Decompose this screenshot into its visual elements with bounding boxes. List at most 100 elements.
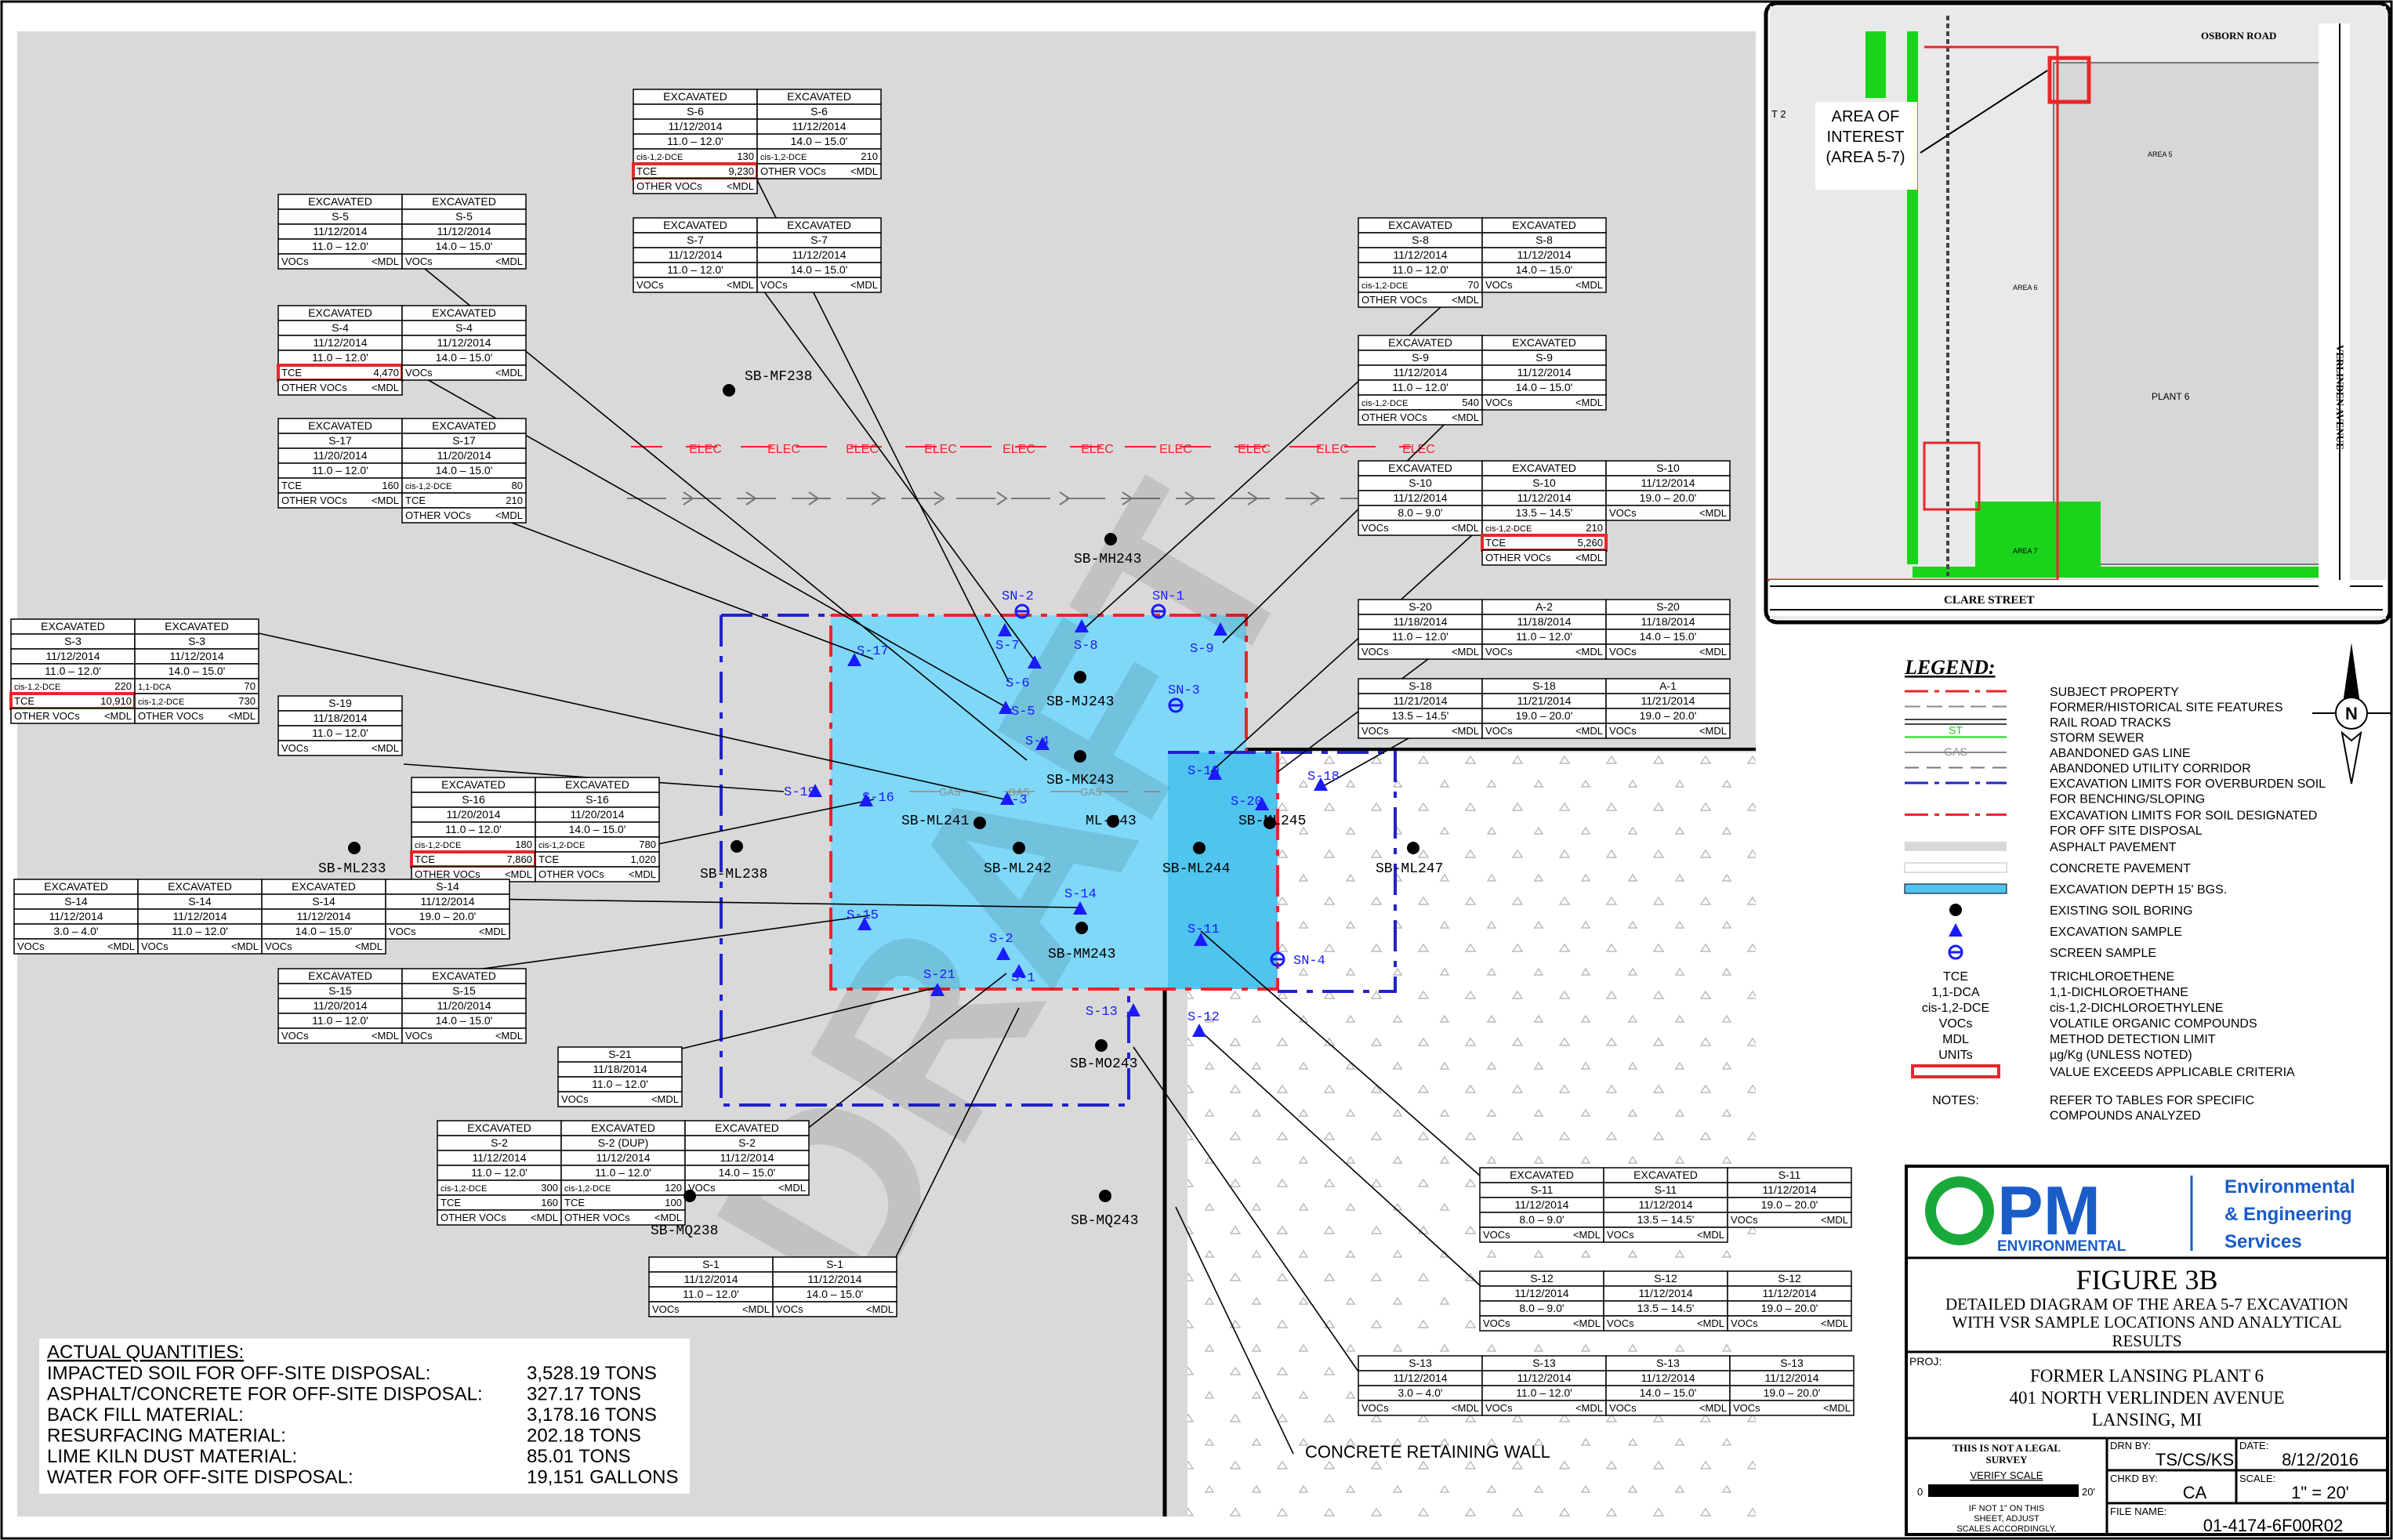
boring-label: SB-ML245 [1238,813,1306,829]
legal-note-2: SURVEY [1986,1454,2029,1466]
table-analyte: VOCs [1731,1317,1758,1329]
boring-label: SB-ML241 [901,813,969,829]
table-cell: 11/21/2014 [1517,694,1571,707]
retaining-wall-label: CONCRETE RETAINING WALL [1305,1442,1550,1462]
scale-bar-zero: 0 [1917,1486,1923,1498]
excavation-sample [1314,777,1328,791]
table-cell: S-2 (DUP) [598,1136,649,1149]
legend-text: SUBJECT PROPERTY [2050,686,2179,699]
table-cell: S-12 [1654,1272,1677,1285]
excavation-sample [1012,964,1026,977]
table-cell: 11/12/2014 [792,120,846,132]
table-cell: 11/12/2014 [1764,1372,1818,1384]
legend-sym-label: 1,1-DCA [1931,986,1980,999]
table-cell: EXCAVATED [308,306,372,319]
table-analyte: VOCs [1485,646,1513,658]
table-value: <MDL [651,1093,679,1105]
table-cell: 11/12/2014 [1517,1372,1571,1384]
soil-boring [1099,1190,1111,1202]
table-cell: S-2 [491,1136,508,1149]
table-cell: <MDL [505,868,532,880]
legend-text: FORMER/HISTORICAL SITE FEATURES [2050,701,2283,715]
excavation-sample [1255,797,1269,810]
company-line-1: Environmental [2224,1176,2355,1198]
table-cell: 14.0 – 15.0' [1516,381,1573,393]
soil-boring [723,384,735,397]
table-cell: EXCAVATED [787,90,851,103]
north-arrow [2342,643,2361,709]
table-analyte: VOCs [1361,725,1389,737]
table-cell: 11.0 – 12.0' [312,464,368,476]
table-cell: 3.0 – 4.0' [53,925,98,937]
table-analyte: TCE [441,1197,461,1208]
legend-sym-label: TCE [1943,970,1968,984]
table-value: <MDL [1699,646,1727,658]
table-cell: 11/12/2014 [45,650,100,662]
table-cell: <MDL [372,382,399,393]
legend-item: FORMER/HISTORICAL SITE FEATURES [1905,701,2283,715]
table-cell: EXCAVATED [308,195,372,208]
sample-label: S-15 [847,908,879,923]
boring-label: SB-MJ243 [1046,694,1114,710]
table-cell: S-12 [1530,1272,1554,1285]
sample-label: S-14 [1064,887,1097,902]
boring-label: SB-MH243 [1074,552,1141,567]
inset-plant-label: PLANT 6 [2152,391,2190,402]
table-cell: EXCAVATED [1512,219,1576,231]
table-value: 780 [639,839,656,850]
elec-label: ELEC [689,443,722,456]
inset-verlinden: VERLINDEN AVENUE [2334,345,2346,450]
table-cell: OTHER VOCs [636,180,702,192]
corridor-arrow [683,491,694,505]
quantity-label: RESURFACING MATERIAL: [47,1426,286,1447]
table-value: 70 [1468,279,1479,291]
table-cell: 11/12/2014 [1517,248,1571,261]
table-cell: OTHER VOCs [14,710,80,722]
table-analyte: TCE [14,695,34,707]
table-cell: EXCAVATED [432,195,496,208]
excavation-sample [1126,1003,1140,1016]
table-value: <MDL [1699,1402,1727,1414]
figure-desc-1: DETAILED DIAGRAM OF THE AREA 5-7 EXCAVAT… [1945,1295,2348,1314]
table-value: <MDL [1823,1402,1851,1414]
corridor-arrow [808,491,820,505]
table-cell: EXCAVATED [432,306,496,319]
project-address: 401 NORTH VERLINDEN AVENUE [2009,1388,2284,1408]
table-cell: 14.0 – 15.0' [791,263,848,276]
table-analyte: VOCs [1483,1317,1510,1329]
table-analyte: VOCs [1361,522,1389,534]
table-value: <MDL [1452,522,1479,534]
table-value: 300 [541,1182,558,1194]
leader-line [799,973,1007,1136]
table-cell: 11/21/2014 [1641,694,1695,707]
sample-label: S-1 [1011,971,1035,986]
inset-osborn-road: OSBORN ROAD [2201,30,2276,42]
project-name: FORMER LANSING PLANT 6 [2030,1366,2264,1386]
corridor-arrow [1310,491,1322,505]
table-analyte: VOCs [281,742,309,754]
table-cell: 11.0 – 12.0' [595,1166,651,1179]
boring-label: SB-ML247 [1376,861,1443,877]
table-analyte: VOCs [1609,725,1637,737]
table-analyte: 1,1-DCA [138,683,172,692]
inset-area-6: AREA 6 [2013,284,2038,292]
table-cell: S-18 [1532,679,1556,692]
excavation-sample [998,623,1012,636]
boring-label: SB-MQ238 [651,1223,718,1239]
table-cell: 14.0 – 15.0' [169,665,226,677]
table-cell: 14.0 – 15.0' [436,464,493,476]
legend-text: COMPOUNDS ANALYZED [2050,1110,2201,1123]
table-analyte: TCE [564,1197,585,1208]
table-cell: 13.5 – 14.5' [1516,506,1573,519]
boring-label: SB-MK243 [1046,773,1114,788]
legend-text: VOLATILE ORGANIC COMPOUNDS [2050,1017,2257,1031]
table-value: 80 [512,480,523,491]
corridor-arrow [1059,491,1071,505]
